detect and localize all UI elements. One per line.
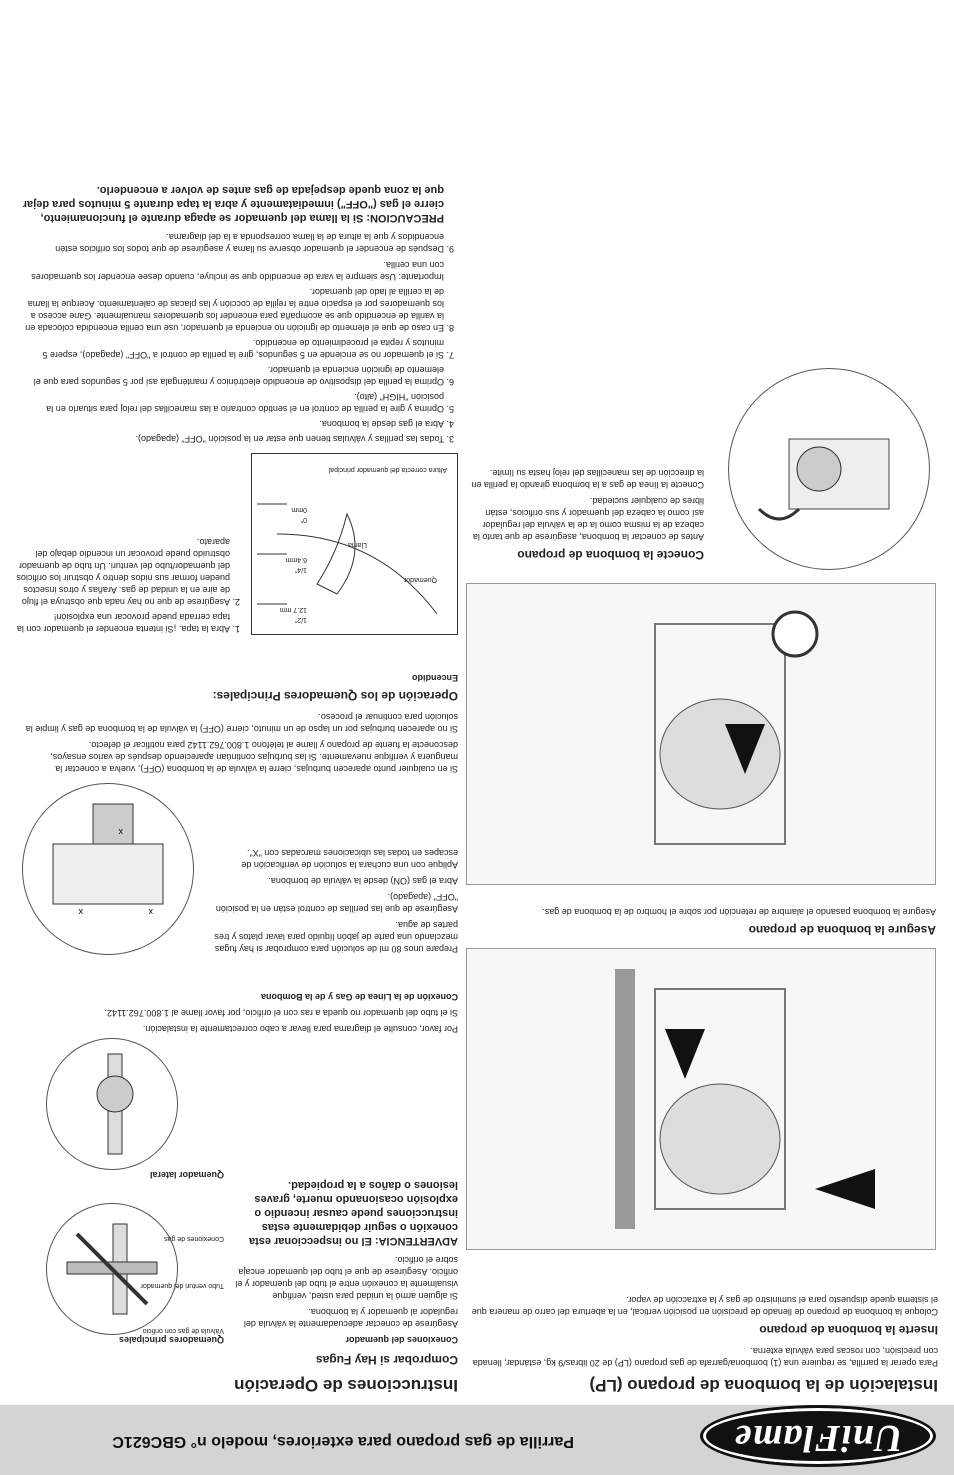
dim-quarter-inch: 1/4" — [294, 566, 307, 573]
step-3: Todas las perillas y válvulas tienen que… — [18, 433, 444, 445]
valve-label: Válvula de gas con orificio — [142, 1327, 224, 1334]
brand-name: UniFlame — [733, 1417, 903, 1459]
flame-height-caption: Altura correcta del quemador principal — [328, 466, 447, 473]
bubbles-section: Si en cualquier punto aparecen burbujas,… — [18, 668, 458, 775]
brand-logo: UniFlame — [700, 1405, 936, 1467]
arrow-icon — [815, 1169, 875, 1209]
gasline-section: Por favor, consulte el diagrama para lle… — [18, 987, 458, 1035]
venturi-label: Tubo venturi del quemador — [140, 1282, 224, 1289]
burner-label: Quemador — [403, 576, 437, 583]
insert-title: Inserte la bombona de propano — [759, 1323, 938, 1337]
side-burner-figure — [46, 1038, 178, 1170]
connect-section: Conecte la bombona de propano Antes de c… — [468, 463, 704, 570]
dim-zero-mm: 0mm — [291, 506, 307, 513]
insert-tank-photo — [466, 948, 936, 1250]
lighting-steps-3-9: Todas las perillas y válvulas tienen que… — [18, 177, 458, 445]
secure-title: Asegure la bombona de propano — [748, 923, 936, 937]
operation-title: Instrucciones de Operación — [234, 1376, 458, 1395]
operation-column: Instrucciones de Operación Comprobar si … — [18, 1348, 458, 1395]
important-note: Importante: Use siempre la vara de encen… — [31, 260, 444, 282]
gasline-title: Conexión de la Línea de Gas y de la Bomb… — [260, 992, 458, 1002]
knobs-text: Asegúrese de que las perillas de control… — [215, 892, 458, 914]
flame-label: Llama — [347, 541, 367, 548]
connect-title: Conecte la bombona de propano — [517, 548, 704, 562]
dim-half-inch: 1/2" — [294, 616, 307, 623]
x-marker: x — [148, 907, 153, 917]
x-marker: x — [78, 907, 83, 917]
flame-icon — [316, 512, 356, 595]
insert-text: Coloque la bombona de propano de llenado… — [471, 1295, 938, 1317]
burner-conn-title: Conexiones del quemador — [345, 1335, 458, 1345]
gas-conn-label: Conexiones de gas — [164, 1235, 224, 1242]
grill-cart-illustration-1 — [615, 969, 875, 1229]
arrow-up-icon — [725, 724, 765, 774]
step-1: Abra la tapa. ¡Si intenta encender el qu… — [16, 611, 230, 635]
lighting-steps-1-2: Abra la tapa. ¡Si intenta encender el qu… — [16, 533, 244, 635]
step-9: Después de encender el quemador observe … — [18, 231, 444, 255]
main-burners-operation-title: Operación de los Quemadores Principales: — [212, 689, 458, 703]
step-7: Si el quemador no se enciende en 5 segun… — [18, 337, 444, 361]
consult-text: Por favor, consulte el diagrama para lle… — [142, 1024, 458, 1034]
secure-tank-photo — [466, 583, 936, 885]
regulator-connection-illustration — [757, 438, 890, 521]
leak-test-figure: x x x — [22, 783, 194, 955]
step-2: Asegúrese de que no hay nada que obstruy… — [16, 536, 230, 608]
header-bar: UniFlame Parrilla de gas propano para ex… — [0, 1405, 954, 1475]
step-5: Oprima y gire la perilla de control en e… — [18, 391, 444, 415]
x-marker: x — [118, 827, 123, 837]
connect-text-2: Conecte la línea de gas a la bombona gir… — [471, 468, 704, 490]
step-6: Oprima la perilla del dispositivo de enc… — [18, 364, 444, 388]
leak-steps: Prepare unos 80 ml de solución para comp… — [208, 843, 458, 955]
grill-cart-illustration-2 — [654, 610, 819, 845]
side-burner-valve-illustration — [96, 1053, 134, 1155]
nobubbles-text: Si no aparecen burbujas por un lapso de … — [25, 712, 458, 734]
arrow-up-icon — [665, 1029, 705, 1079]
secure-text: Asegure la bombona pasando el alambre de… — [542, 907, 936, 917]
step-4: Abra el gas desde la bombona. — [18, 418, 444, 430]
leak-title: Comprobar si Hay Fugas — [315, 1353, 458, 1367]
dim-half-mm: 12.7 mm — [279, 606, 307, 613]
warning-text: ADVERTENCIA: El no inspeccionar esta con… — [248, 1179, 458, 1247]
lp-intro: Para operar la parrilla, se requiere una… — [472, 1346, 938, 1368]
caution-text: PRECAUCION: Si la llama del quemador se … — [22, 184, 444, 224]
burner-connections-section: Conexiones del quemador Asegúrese de con… — [233, 1172, 458, 1350]
dim-zero-inch: 0" — [300, 516, 307, 523]
page-title: Parrilla de gas propano para exteriores,… — [112, 1433, 574, 1450]
flame-height-figure: Llama Quemador 1/2" 12.7 mm 1/4" 6.4mm 0… — [251, 453, 458, 635]
connect-text-1: Antes de conectar la bombona, asegúrese … — [472, 496, 704, 542]
gasline-text: Prepare unos 80 ml de solución para comp… — [214, 920, 458, 954]
dim-quarter-mm: 6.4mm — [285, 556, 307, 563]
secure-section: Asegure la bombona de propano Asegure la… — [468, 902, 936, 945]
apply-text: Aplique con una cuchara la solución de v… — [241, 848, 458, 870]
lighting-title: Encendido — [411, 673, 458, 683]
main-burner-valve-illustration — [66, 1223, 158, 1315]
lp-installation-column: Instalación de la bombona de propano (LP… — [468, 1290, 938, 1395]
step-8: En caso de que el elemento de ignición n… — [18, 286, 444, 334]
main-burners-label: Quemadores principales — [118, 1335, 224, 1345]
open-text: Abra el gas (ON) desde la válvula de bom… — [268, 876, 458, 886]
burner-conn-text: Asegúrese de conectar adecuadamente la v… — [243, 1307, 458, 1329]
main-burners-figure — [46, 1203, 178, 1335]
side-burner-label: Quemador lateral — [149, 1170, 224, 1180]
connect-detail-figure — [728, 368, 930, 570]
wheel-icon — [771, 610, 819, 658]
call-text: Si el tubo del quemador no queda a ras c… — [104, 1008, 458, 1018]
assembled-text: Si alguien armó la unidad para usted, ve… — [235, 1255, 458, 1301]
lp-title: Instalación de la bombona de propano (LP… — [589, 1376, 938, 1395]
rotate-arrow-icon — [757, 507, 801, 521]
bubbles-text: Si en cualquier punto aparecen burbujas,… — [50, 740, 458, 774]
flame-illustration — [257, 503, 438, 615]
leak-test-illustration: x x x — [52, 803, 164, 917]
